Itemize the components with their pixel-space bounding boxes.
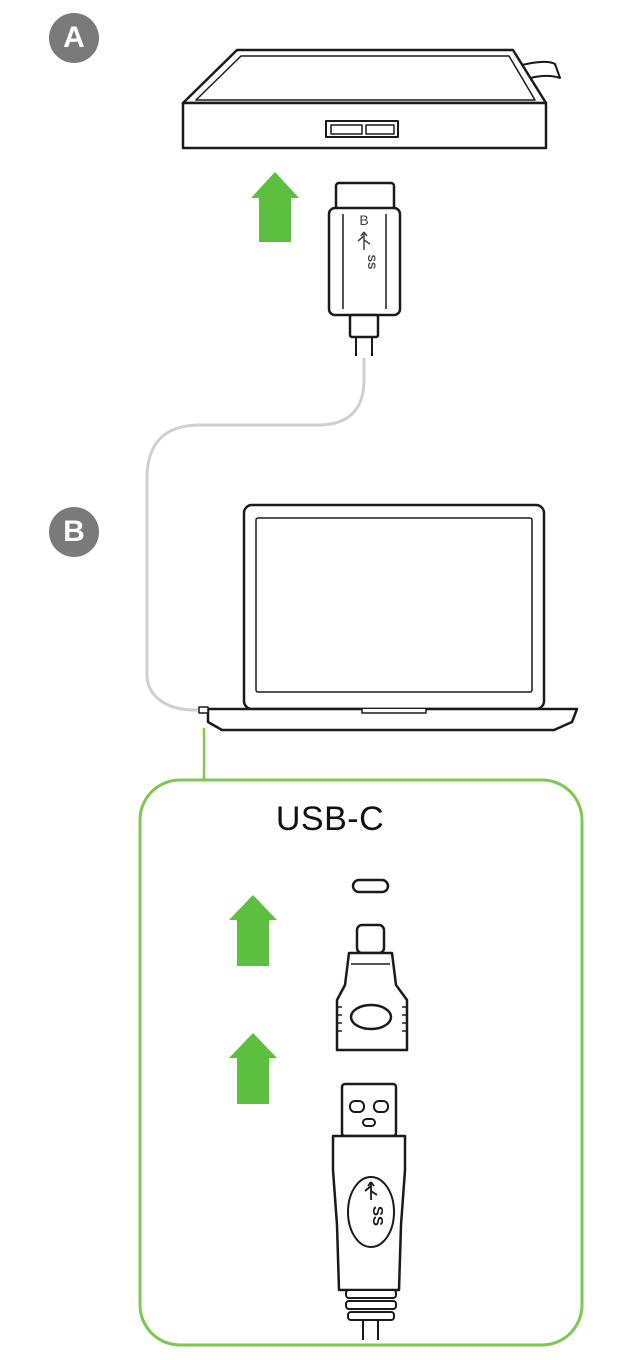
usb-c-adapter-icon — [335, 923, 409, 1052]
usb-c-port-icon — [351, 878, 390, 894]
ss-logo-text: SS — [369, 1206, 386, 1226]
usb-micro-b-plug-icon — [327, 181, 402, 356]
step-a-badge: A — [49, 13, 99, 63]
usb-trident-icon — [357, 231, 371, 250]
usb-c-panel-title: USB-C — [275, 800, 385, 838]
step-b-badge: B — [49, 507, 99, 557]
usb-trident-icon — [364, 1181, 378, 1200]
up-arrow-icon — [229, 1033, 277, 1104]
usb-b-connector-label: B — [359, 212, 368, 228]
laptop-icon — [198, 503, 579, 732]
external-drive-icon — [181, 48, 561, 150]
usb-cable — [145, 358, 366, 712]
ss-logo-text: SS — [365, 255, 377, 270]
usb-a-plug-icon — [331, 1082, 407, 1340]
up-arrow-icon — [229, 895, 277, 966]
up-arrow-icon — [251, 172, 299, 242]
